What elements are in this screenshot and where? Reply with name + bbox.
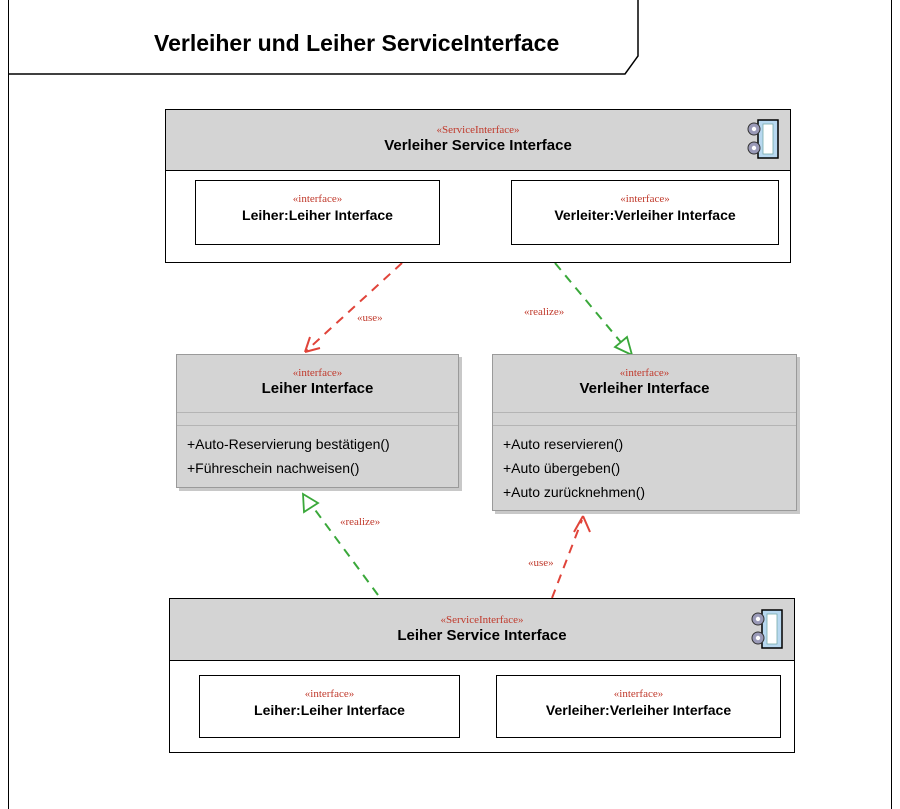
class-operations: +Auto-Reservierung bestätigen() +Führesc… xyxy=(177,426,458,486)
component-stereotype: «ServiceInterface» xyxy=(436,124,520,136)
leiher-interface-class[interactable]: «interface» Leiher Interface +Auto-Reser… xyxy=(176,354,459,488)
class-operations: +Auto reservieren() +Auto übergeben() +A… xyxy=(493,426,796,510)
operation: +Auto zurücknehmen() xyxy=(503,484,646,500)
verleiher-service-interface-component[interactable]: «ServiceInterface» Verleiher Service Int… xyxy=(165,109,791,263)
part-leiher[interactable]: «interface» Leiher:Leiher Interface xyxy=(195,180,440,245)
component-header: «ServiceInterface» Leiher Service Interf… xyxy=(170,599,794,661)
realize-label-bottom: «realize» xyxy=(340,516,381,528)
component-stereotype: «ServiceInterface» xyxy=(440,614,524,626)
use-label-bottom: «use» xyxy=(528,557,554,569)
part-stereotype: «interface» xyxy=(620,193,670,205)
class-stereotype: «interface» xyxy=(619,367,670,379)
part-stereotype: «interface» xyxy=(292,193,343,205)
class-attributes xyxy=(493,413,796,426)
component-icon xyxy=(747,119,779,159)
realize-label-top: «realize» xyxy=(524,306,565,318)
class-header: «interface» Verleiher Interface xyxy=(493,355,796,413)
part-name: Verleiter:Verleiher Interface xyxy=(554,207,736,223)
part-name: Verleiher:Verleiher Interface xyxy=(545,702,732,718)
use-label-top: «use» xyxy=(357,312,383,324)
class-name: Leiher Interface xyxy=(261,380,374,397)
part-verleiter[interactable]: «interface» Verleiter:Verleiher Interfac… xyxy=(511,180,779,245)
part-verleiher[interactable]: «interface» Verleiher:Verleiher Interfac… xyxy=(496,675,781,738)
part-leiher[interactable]: «interface» Leiher:Leiher Interface xyxy=(199,675,460,738)
leiher-service-interface-component[interactable]: «ServiceInterface» Leiher Service Interf… xyxy=(169,598,795,753)
operation: +Führeschein nachweisen() xyxy=(187,460,360,476)
component-icon xyxy=(751,609,783,649)
class-name: Verleiher Interface xyxy=(579,380,710,397)
operation: +Auto übergeben() xyxy=(503,460,621,476)
part-name: Leiher:Leiher Interface xyxy=(242,207,393,223)
class-header: «interface» Leiher Interface xyxy=(177,355,458,413)
operation: +Auto reservieren() xyxy=(503,436,624,452)
diagram-frame xyxy=(8,0,892,809)
frame-title: Verleiher und Leiher ServiceInterface xyxy=(154,30,560,56)
component-header: «ServiceInterface» Verleiher Service Int… xyxy=(166,110,790,171)
class-attributes xyxy=(177,413,458,426)
operation: +Auto-Reservierung bestätigen() xyxy=(187,436,390,452)
part-stereotype: «interface» xyxy=(304,688,355,700)
component-name: Leiher Service Interface xyxy=(397,627,567,644)
verleiher-interface-class[interactable]: «interface» Verleiher Interface +Auto re… xyxy=(492,354,797,511)
part-stereotype: «interface» xyxy=(613,688,664,700)
part-name: Leiher:Leiher Interface xyxy=(254,702,405,718)
component-name: Verleiher Service Interface xyxy=(384,137,572,154)
class-stereotype: «interface» xyxy=(292,367,343,379)
